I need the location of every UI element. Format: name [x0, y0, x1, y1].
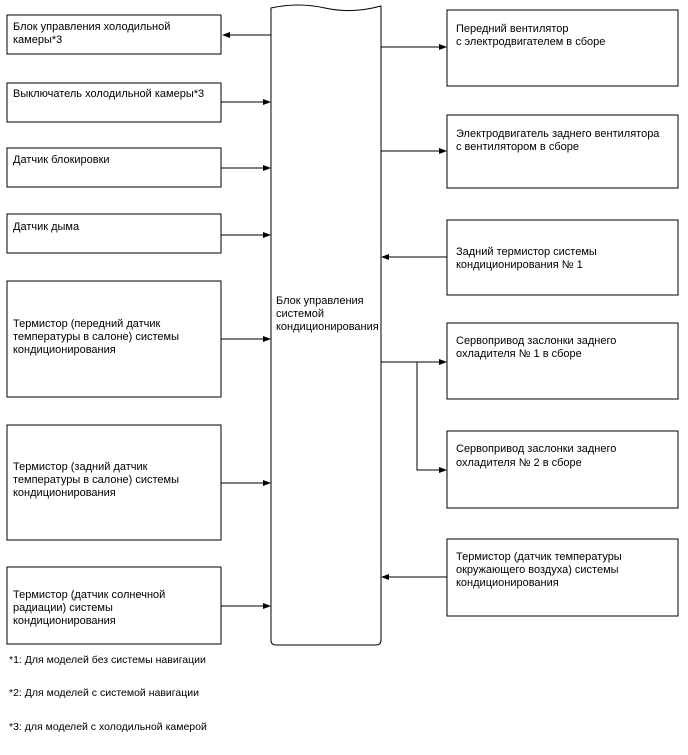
rear-damper-servo-1-arrow	[439, 359, 447, 365]
front-room-temp-sensor-label: Термистор (передний датчик температуры в…	[13, 318, 182, 356]
front-blower-motor-arrow	[439, 44, 447, 50]
front-room-temp-sensor-arrow	[263, 336, 271, 342]
cool-box-ecu-label: Блок управления холодильной камеры*3	[13, 21, 173, 46]
footnotes: *1: Для моделей без системы навигации *2…	[9, 654, 207, 733]
rear-damper-servo-2: Сервопривод заслонки заднего охладителя …	[416, 362, 679, 509]
center-block: Блок управления системой кондиционирован…	[270, 4, 382, 646]
cool-box-switch-arrow	[263, 99, 271, 105]
footnote-2: *2: Для моделей с системой навигации	[9, 687, 199, 699]
rear-damper-servo-2-box	[446, 430, 679, 509]
rear-damper-servo-2-label: Сервопривод заслонки заднего охладителя …	[456, 443, 619, 469]
ambient-temp-sensor-arrow	[381, 574, 389, 580]
rear-damper-servo-2-arrow	[439, 467, 447, 473]
rear-room-temp-sensor-arrow	[263, 480, 271, 486]
cool-box-switch-box	[6, 82, 222, 123]
front-room-temp-sensor-box	[6, 280, 222, 398]
lock-sensor: Датчик блокировки	[6, 147, 271, 188]
rear-thermistor-1-label: Задний термистор системы кондиционирован…	[456, 246, 600, 271]
rear-blower-motor: Электродвигатель заднего вентилятора с в…	[381, 114, 679, 189]
rear-damper-servo-2-wire	[416, 362, 439, 471]
lock-sensor-arrow	[263, 165, 271, 171]
smoke-sensor-box	[6, 213, 222, 254]
smoke-sensor-arrow	[263, 232, 271, 238]
solar-sensor-label: Термистор (датчик солнечной радиации) си…	[13, 589, 168, 627]
center-block-label: Блок управления системой кондиционирован…	[276, 295, 379, 333]
center-block-outline	[270, 4, 382, 646]
cool-box-ecu-box	[6, 14, 222, 55]
rear-room-temp-sensor-box	[6, 424, 222, 541]
rear-room-temp-sensor: Термистор (задний датчик температуры в с…	[6, 424, 271, 541]
rear-damper-servo-1-label: Сервопривод заслонки заднего охладителя …	[456, 335, 619, 360]
ambient-temp-sensor: Термистор (датчик температуры окружающег…	[381, 538, 679, 617]
rear-blower-motor-box	[446, 114, 679, 189]
cool-box-switch-label: Выключатель холодильной камеры*3	[13, 88, 204, 100]
cool-box-ecu-arrow	[222, 32, 230, 38]
front-room-temp-sensor: Термистор (передний датчик температуры в…	[6, 280, 271, 398]
cool-box-ecu: Блок управления холодильной камеры*3	[6, 14, 271, 55]
cool-box-switch: Выключатель холодильной камеры*3	[6, 82, 271, 123]
rear-thermistor-1: Задний термистор системы кондиционирован…	[381, 219, 679, 296]
front-blower-motor-label: Передний вентилятор с электродвигателем …	[456, 23, 605, 48]
ambient-temp-sensor-label: Термистор (датчик температуры окружающег…	[456, 551, 625, 589]
solar-sensor-box	[6, 566, 222, 645]
solar-sensor-arrow	[263, 603, 271, 609]
footnote-1: *1: Для моделей без системы навигации	[9, 654, 206, 666]
smoke-sensor-label: Датчик дыма	[13, 221, 80, 233]
rear-damper-servo-1: Сервопривод заслонки заднего охладителя …	[381, 322, 679, 400]
rear-damper-servo-1-box	[446, 322, 679, 400]
footnote-3: *3: для моделей с холодильной камерой	[9, 721, 207, 733]
front-blower-motor: Передний вентилятор с электродвигателем …	[381, 9, 679, 87]
front-blower-motor-box	[446, 9, 679, 87]
lock-sensor-label: Датчик блокировки	[13, 154, 110, 166]
rear-blower-motor-arrow	[439, 148, 447, 154]
smoke-sensor: Датчик дыма	[6, 213, 271, 254]
rear-room-temp-sensor-label: Термистор (задний датчик температуры в с…	[13, 461, 182, 499]
ambient-temp-sensor-box	[446, 538, 679, 617]
lock-sensor-box	[6, 147, 222, 188]
solar-sensor: Термистор (датчик солнечной радиации) си…	[6, 566, 271, 645]
rear-thermistor-1-arrow	[381, 254, 389, 260]
rear-thermistor-1-box	[446, 219, 679, 296]
rear-blower-motor-label: Электродвигатель заднего вентилятора с в…	[456, 128, 663, 153]
